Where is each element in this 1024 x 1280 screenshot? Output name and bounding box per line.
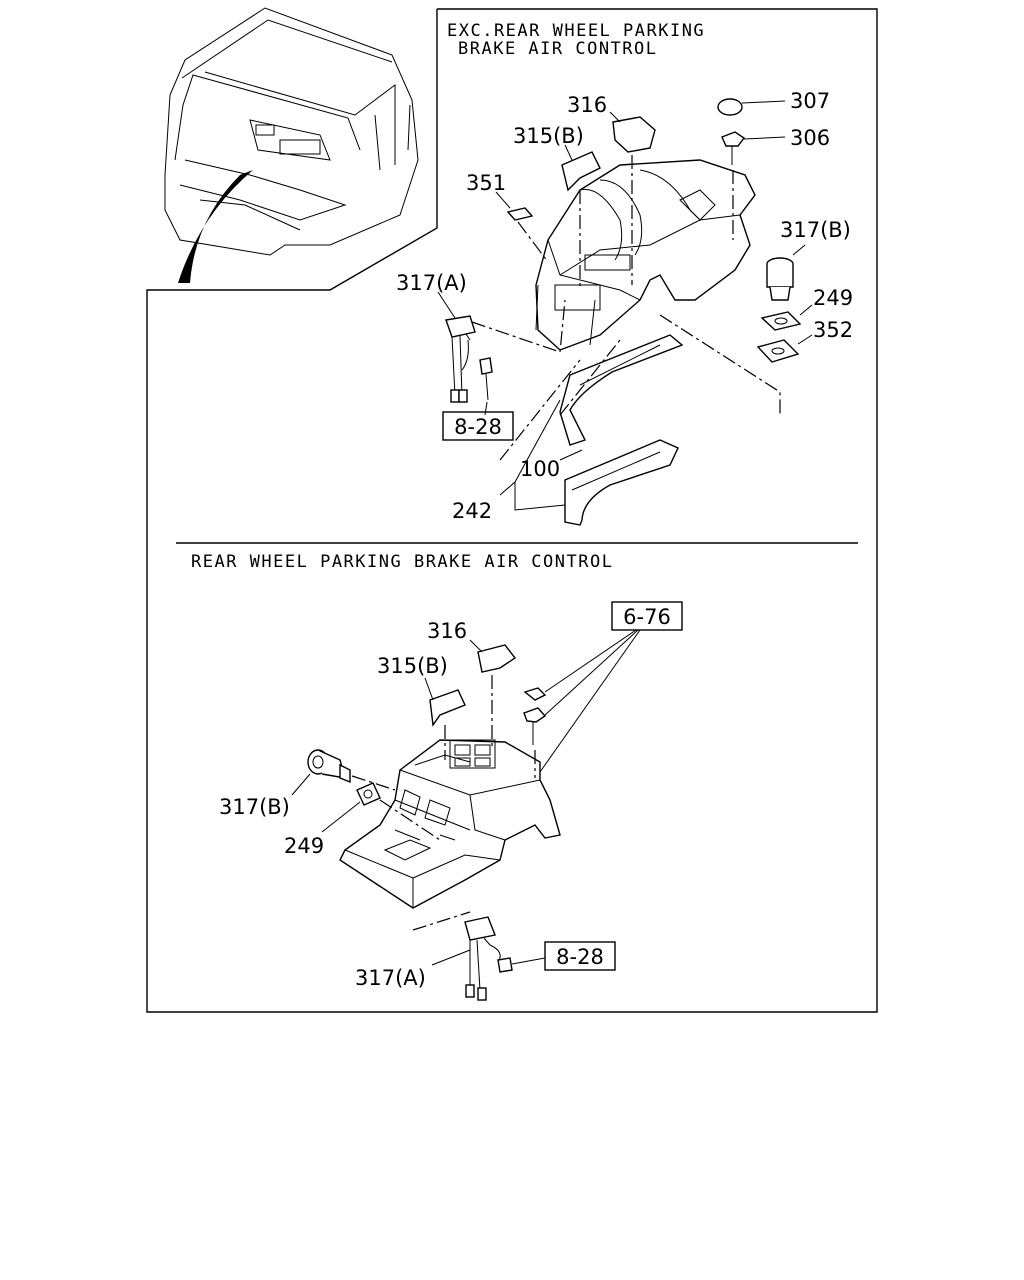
callout-316-bottom: 316 — [427, 619, 467, 643]
part-315b-cover — [561, 144, 601, 290]
part-screw-6-76 — [523, 629, 641, 778]
part-317b-lighter-bottom — [291, 749, 396, 796]
part-249-ring-bottom — [321, 782, 441, 841]
callout-306: 306 — [790, 126, 830, 150]
callout-317a-bottom: 317(A) — [355, 966, 426, 990]
callout-242: 242 — [452, 499, 492, 523]
console-assembly-bottom — [339, 739, 561, 909]
part-352-plate — [659, 314, 813, 415]
pointer-arrow — [178, 170, 253, 283]
part-307-cap — [717, 98, 786, 116]
ref-box-8-28-bottom-label: 8-28 — [556, 945, 604, 969]
callout-249-top: 249 — [813, 286, 853, 310]
diagram-frame — [146, 8, 878, 1013]
ref-box-8-28-top-label: 8-28 — [454, 415, 502, 439]
part-317a-harness-bottom — [412, 911, 546, 1001]
ref-box-8-28-bottom[interactable]: 8-28 — [544, 941, 616, 971]
callout-317a-top: 317(A) — [396, 271, 467, 295]
callout-100: 100 — [520, 457, 560, 481]
console-assembly-top — [535, 159, 756, 351]
part-317b-lighter — [766, 244, 806, 301]
part-242-gasket — [499, 339, 679, 526]
callout-317b-top: 317(B) — [780, 218, 851, 242]
part-306-screw — [721, 131, 786, 240]
part-316-cover-bottom — [469, 639, 517, 750]
callout-352: 352 — [813, 318, 853, 342]
callout-307: 307 — [790, 89, 830, 113]
part-100-gasket — [559, 334, 684, 461]
bottom-section: REAR WHEEL PARKING BRAKE AIR CONTROL — [191, 552, 683, 1001]
cab-inset-illustration — [164, 7, 419, 283]
top-section: EXC.REAR WHEEL PARKING BRAKE AIR CONTROL — [396, 21, 853, 526]
part-317a-harness — [437, 291, 566, 416]
part-249-ring — [760, 304, 813, 331]
ref-box-8-28-top[interactable]: 8-28 — [442, 411, 514, 441]
callout-315b-top: 315(B) — [513, 124, 584, 148]
ref-box-6-76-label: 6-76 — [623, 605, 671, 629]
callout-316-top: 316 — [567, 93, 607, 117]
part-316-cover — [609, 111, 656, 285]
top-section-title-line1: EXC.REAR WHEEL PARKING — [447, 21, 705, 41]
callout-315b-bottom: 315(B) — [377, 654, 448, 678]
part-351-clip — [495, 191, 549, 263]
ref-box-6-76[interactable]: 6-76 — [611, 601, 683, 631]
callout-351: 351 — [466, 171, 506, 195]
callout-317b-bottom: 317(B) — [219, 795, 290, 819]
part-315b-cover-bottom — [424, 677, 466, 760]
bottom-section-title: REAR WHEEL PARKING BRAKE AIR CONTROL — [191, 552, 613, 572]
callout-249-bottom: 249 — [284, 834, 324, 858]
top-section-title-line2: BRAKE AIR CONTROL — [458, 39, 658, 59]
